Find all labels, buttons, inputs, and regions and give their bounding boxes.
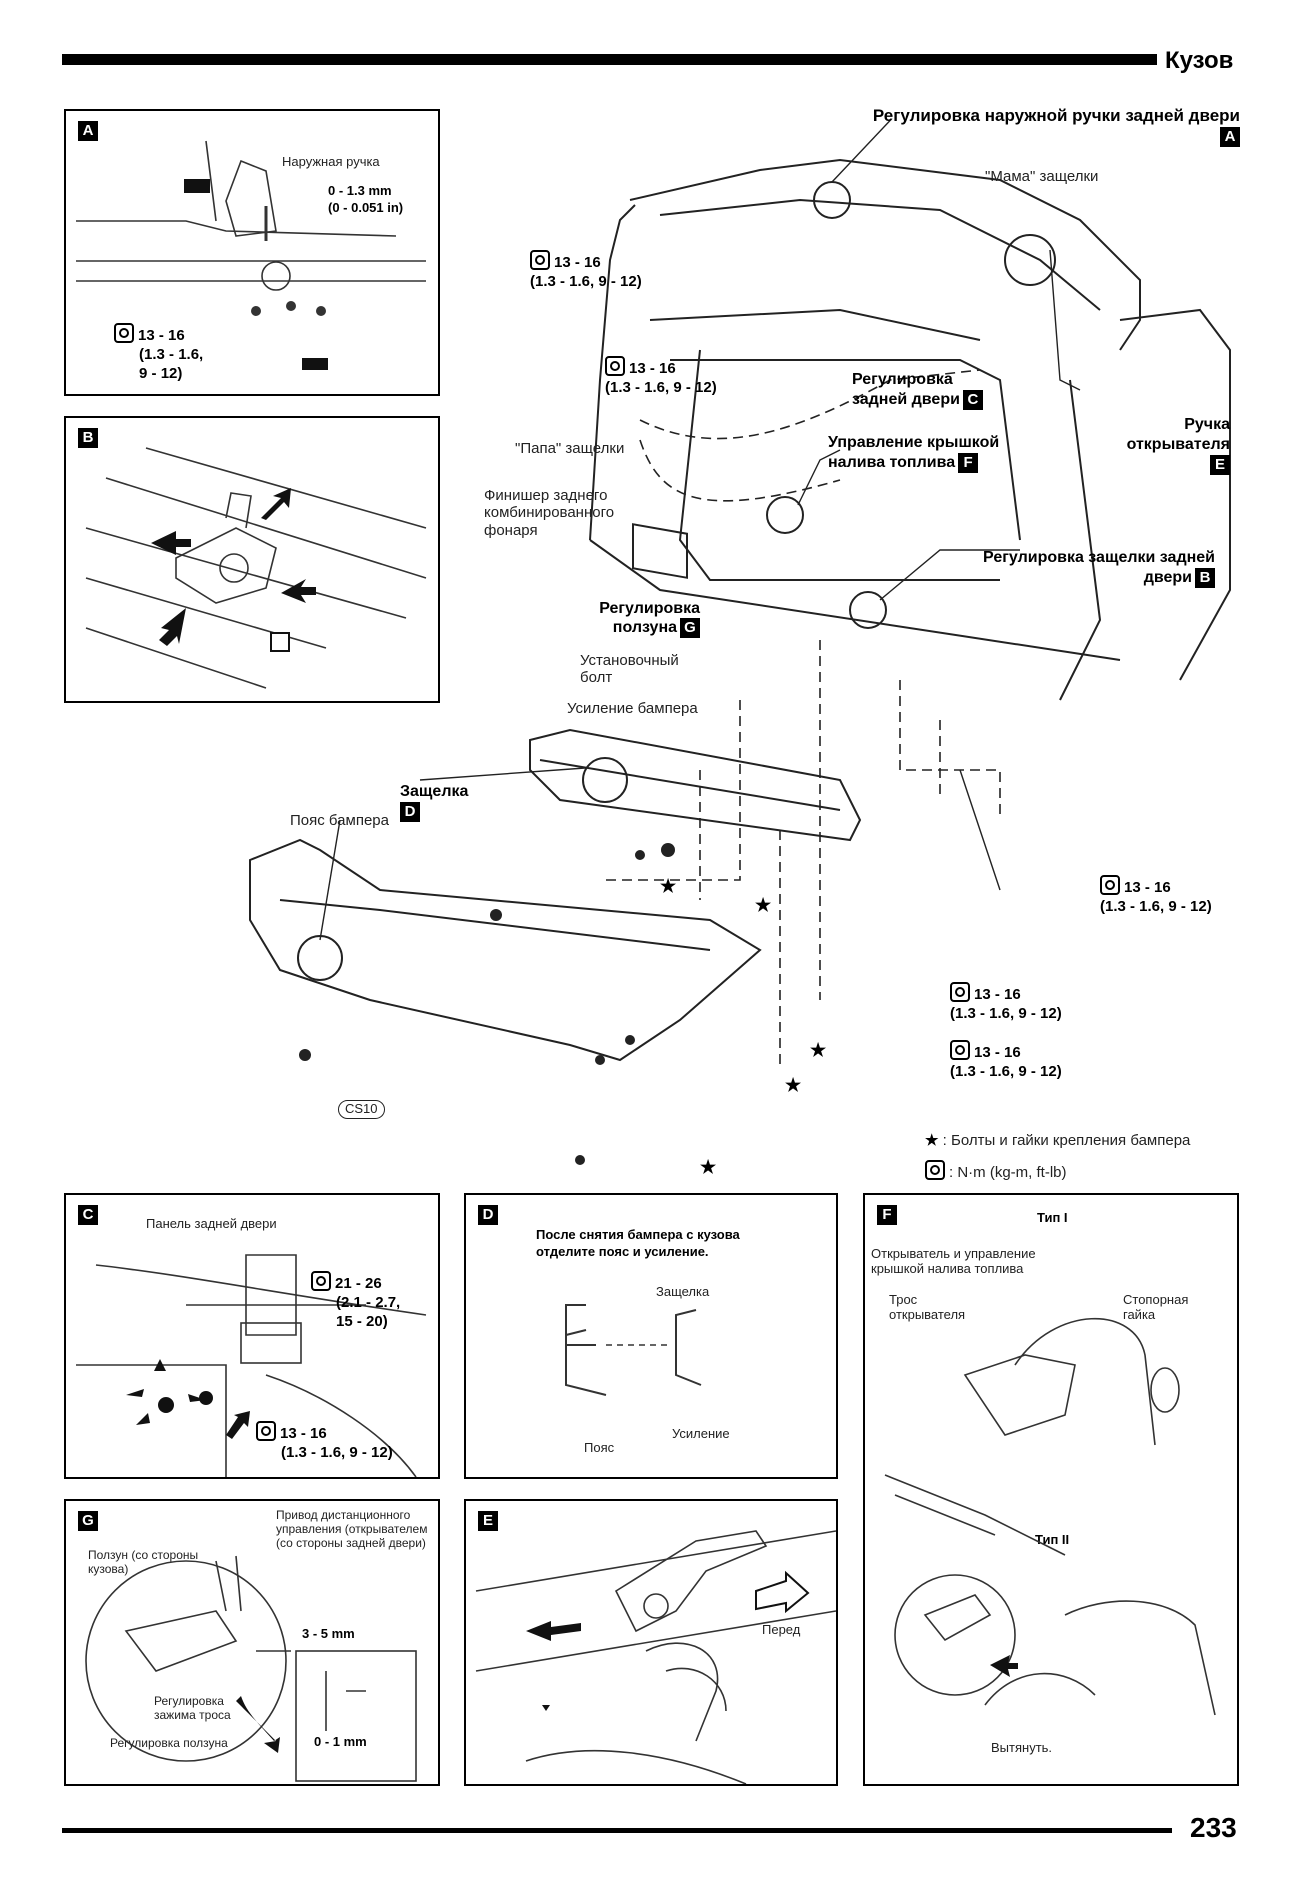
panel-b-label: B	[78, 428, 98, 448]
panel-e-front: Перед	[762, 1622, 801, 1637]
torque-icon	[530, 250, 550, 270]
papa-latch-label: "Папа" защелки	[515, 440, 625, 457]
panel-b: B	[64, 416, 440, 703]
finisher-label: Финишер заднего комбинированного фонаря	[484, 487, 615, 539]
panel-d-label: D	[478, 1205, 498, 1225]
panel-e-label: E	[478, 1511, 498, 1531]
panel-c-drawing	[76, 1254, 427, 1477]
finisher-part	[632, 523, 688, 579]
cs-code-badge: CS10	[338, 1100, 385, 1119]
panel-d-belt: Пояс	[584, 1440, 615, 1455]
panel-d-latch: Защелка	[656, 1284, 710, 1299]
panel-g-gap2: 0 - 1 mm	[314, 1734, 367, 1749]
panel-c-torque-small: 13 - 16 (1.3 - 1.6, 9 - 12)	[256, 1421, 393, 1463]
star-icon: ★	[925, 1132, 939, 1149]
legend-torque: : N·m (kg-m, ft-lb)	[925, 1160, 1067, 1181]
panel-c-torque-big: 21 - 26 (2.1 - 2.7, 15 - 20)	[311, 1271, 400, 1331]
panel-a-label: A	[78, 121, 98, 141]
star-icon: ★	[755, 895, 772, 915]
mount-bolt-label: Установочный болт	[580, 652, 679, 687]
torque-icon	[1100, 875, 1120, 895]
panel-c: C Панель задней двери 21 - 26 (2.1 - 2.7…	[64, 1193, 440, 1479]
torque-icon	[256, 1421, 276, 1441]
panel-g-slider-adj: Регулировка ползуна	[110, 1736, 228, 1750]
torque-icon	[950, 982, 970, 1002]
bumper-reinforcement-label: Усиление бампера	[567, 700, 698, 717]
star-icon: ★	[810, 1040, 827, 1060]
panel-f: F Тип I Открыватель и управление крышкой…	[863, 1193, 1239, 1786]
panel-b-drawing	[85, 447, 427, 689]
bumper-belt-label: Пояс бампера	[290, 812, 389, 829]
panel-f-label: F	[877, 1205, 897, 1225]
panel-a-outer-handle: Наружная ручка	[282, 154, 380, 169]
panel-e: E Перед	[464, 1499, 838, 1786]
panel-a-gap: 0 - 1.3 mm(0 - 0.051 in)	[328, 183, 404, 215]
panel-f-type1: Тип I	[1037, 1210, 1068, 1225]
torque-icon	[925, 1160, 945, 1180]
footer-rule	[62, 1828, 1172, 1833]
mama-latch-label: "Мама" защелки	[985, 168, 1099, 185]
star-icon: ★	[785, 1075, 802, 1095]
torque-icon	[605, 356, 625, 376]
panel-a: A Наружная ручка 0 - 1.3 mm(0 - 0.051 in…	[64, 109, 440, 396]
panel-g-slider: Ползун (со стороны кузова)	[88, 1548, 199, 1576]
panel-d-reinforcement: Усиление	[672, 1426, 730, 1441]
panel-d-drawing	[565, 1304, 702, 1396]
main-vehicle-diagram	[249, 120, 1231, 1165]
torque-callout-5: 13 - 16(1.3 - 1.6, 9 - 12)	[950, 1040, 1062, 1082]
torque-callout-4: 13 - 16(1.3 - 1.6, 9 - 12)	[950, 982, 1062, 1024]
section-title: Кузов	[1165, 47, 1234, 74]
panel-g: G Привод дистанционного управления (откр…	[64, 1499, 440, 1786]
star-icon: ★	[700, 1157, 717, 1177]
torque-icon	[950, 1040, 970, 1060]
page-number: 233	[1190, 1812, 1237, 1843]
header-rule	[62, 54, 1157, 65]
callout-e-opener-handle: Ручка открывателяE	[1126, 416, 1230, 475]
torque-callout-2: 13 - 16(1.3 - 1.6, 9 - 12)	[605, 356, 717, 398]
torque-callout-3: 13 - 16(1.3 - 1.6, 9 - 12)	[1100, 875, 1212, 917]
panel-f-lock-nut: Стопорная гайка	[1123, 1292, 1189, 1322]
panel-g-label: G	[78, 1511, 98, 1531]
panel-a-drawing	[76, 140, 426, 370]
panel-g-cable-clamp: Регулировка зажима троса	[154, 1694, 231, 1722]
panel-e-drawing	[475, 1530, 836, 1784]
panel-d: D После снятия бампера с кузова отделите…	[464, 1193, 838, 1479]
star-icon: ★	[660, 876, 677, 896]
panel-g-drawing	[85, 1555, 417, 1782]
torque-icon	[311, 1271, 331, 1291]
panel-f-opener-label: Открыватель и управление крышкой налива …	[871, 1246, 1036, 1276]
callout-a-outer-handle: Регулировка наружной ручки задней двериA	[872, 106, 1240, 147]
panel-g-gap: 3 - 5 mm	[302, 1626, 355, 1641]
panel-f-type2: Тип II	[1035, 1532, 1070, 1547]
panel-c-door-panel: Панель задней двери	[146, 1216, 277, 1231]
panel-f-drawing	[884, 1317, 1216, 1716]
panel-d-note: После снятия бампера с кузова отделите п…	[536, 1227, 740, 1259]
panel-c-label: C	[78, 1205, 98, 1225]
panel-g-remote: Привод дистанционного управления (открыв…	[276, 1508, 428, 1550]
legend-star: ★ : Болты и гайки крепления бампера	[925, 1132, 1191, 1149]
panel-f-pull: Вытянуть.	[991, 1740, 1053, 1755]
panel-a-torque: 13 - 16 (1.3 - 1.6, 9 - 12)	[114, 323, 203, 383]
torque-callout-1: 13 - 16(1.3 - 1.6, 9 - 12)	[530, 250, 642, 292]
panel-f-cable: Трос открывателя	[889, 1292, 966, 1322]
torque-icon	[114, 323, 134, 343]
